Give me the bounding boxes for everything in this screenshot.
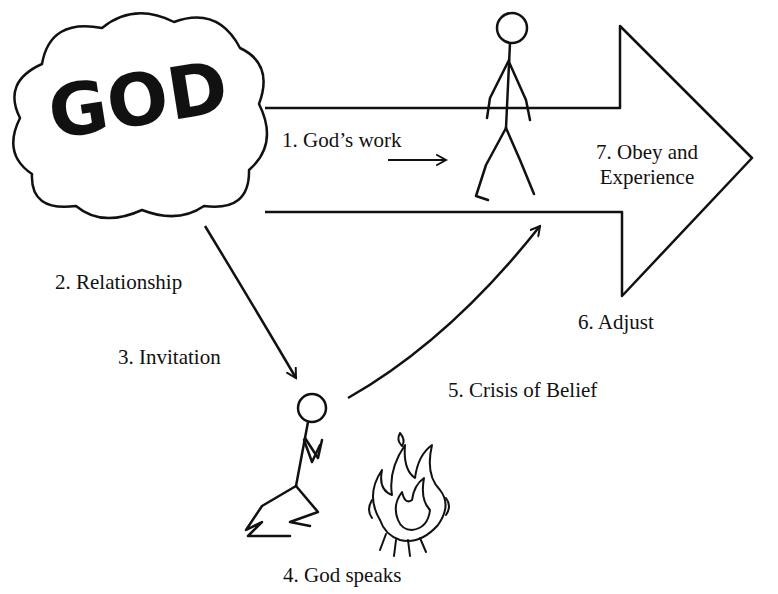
- step-label: 2. Relationship: [55, 270, 182, 294]
- step-label: 6. Adjust: [578, 310, 654, 334]
- walking-figure: [476, 13, 534, 200]
- god-cloud: GOD: [2, 2, 282, 224]
- leader-arrow: [388, 159, 446, 161]
- step-label: 7. Obey and Experience: [572, 140, 722, 190]
- step-label: 1. God’s work: [282, 128, 402, 152]
- response-arrow: [348, 226, 540, 398]
- step-label: 3. Invitation: [118, 345, 221, 369]
- step-label: 5. Crisis of Belief: [448, 378, 597, 402]
- kneeling-figure: [246, 394, 326, 536]
- step-label: 4. God speaks: [283, 563, 401, 587]
- obey-arrow: 7. Obey and Experience: [262, 22, 757, 302]
- burning-bush: [369, 433, 449, 556]
